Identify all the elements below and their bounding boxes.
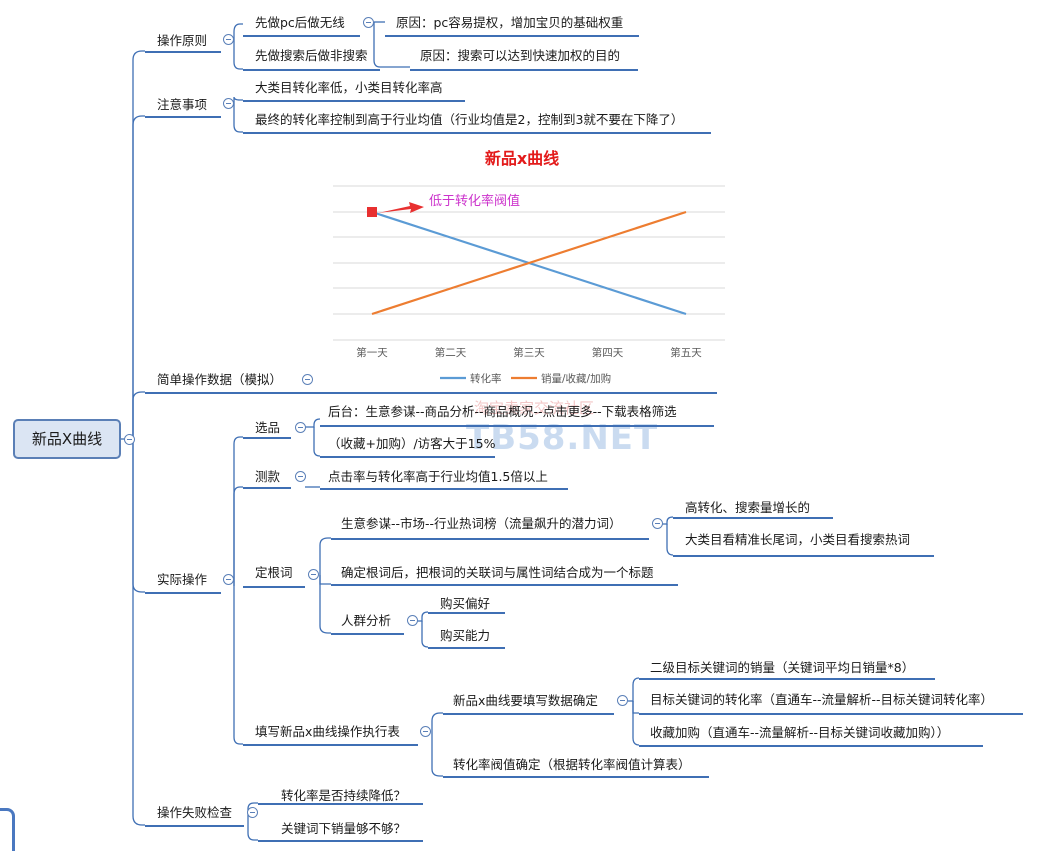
node-test[interactable]: 测款	[255, 469, 281, 484]
partial-frame	[0, 808, 15, 851]
node-underline	[331, 633, 404, 635]
node-principles[interactable]: 操作原则	[157, 33, 208, 48]
collapse-toggle-icon[interactable]	[247, 807, 258, 818]
node-test-rule[interactable]: 点击率与转化率高于行业均值1.5倍以上	[328, 469, 548, 484]
node-underline	[639, 678, 935, 680]
node-underline	[428, 647, 505, 649]
node-underline	[331, 538, 649, 540]
collapse-toggle-icon[interactable]	[223, 34, 234, 45]
collapse-toggle-icon[interactable]	[223, 98, 234, 109]
collapse-toggle-icon[interactable]	[223, 574, 234, 585]
node-underline	[145, 825, 244, 827]
node-select-backend[interactable]: 后台：生意参谋--商品分析--商品概况--点击更多--下载表格筛选	[328, 404, 677, 419]
x-tick-label: 第三天	[513, 346, 545, 359]
node-underline	[145, 392, 717, 394]
x-curve-chart: 新品x曲线 第一天 第二天 第三天 第四天 第五天 转化率 销量/收藏/加购 低于转化率阀…	[333, 149, 725, 385]
node-failure[interactable]: 操作失败检查	[157, 805, 233, 820]
node-search-first[interactable]: 先做搜索后做非搜索	[255, 48, 368, 63]
collapse-toggle-icon[interactable]	[407, 615, 418, 626]
node-underline	[145, 51, 221, 53]
node-category-words[interactable]: 大类目看精准长尾词，小类目看搜索热词	[685, 532, 911, 547]
collapse-toggle-icon[interactable]	[124, 434, 135, 445]
arrow-icon	[378, 202, 424, 213]
node-underline	[331, 584, 678, 586]
node-combine-title[interactable]: 确定根词后，把根词的关联词与属性词结合成为一个标题	[341, 565, 654, 580]
legend-label: 销量/收藏/加购	[541, 372, 611, 385]
node-failure-conversion[interactable]: 转化率是否持续降低？	[281, 788, 407, 803]
node-high-conversion[interactable]: 高转化、搜索量增长的	[685, 500, 811, 515]
node-threshold[interactable]: 转化率阀值确定（根据转化率阀值计算表）	[453, 757, 691, 772]
node-underline	[258, 840, 423, 842]
node-pc-first[interactable]: 先做pc后做无线	[255, 15, 345, 30]
node-underline	[243, 487, 291, 489]
node-fill-table[interactable]: 填写新品x曲线操作执行表	[255, 724, 400, 739]
node-underline	[320, 488, 568, 490]
x-tick-label: 第四天	[592, 346, 624, 359]
node-underline	[243, 437, 291, 439]
node-select[interactable]: 选品	[255, 420, 281, 435]
root-node[interactable]: 新品X曲线	[13, 419, 121, 459]
node-underline	[673, 555, 934, 557]
node-data-confirm[interactable]: 新品x曲线要填写数据确定	[453, 693, 598, 708]
node-underline	[243, 132, 711, 134]
node-target-conversion[interactable]: 目标关键词的转化率（直通车--流量解析--目标关键词转化率）	[650, 692, 994, 707]
chart-title: 新品x曲线	[485, 149, 559, 168]
node-underline	[428, 612, 505, 614]
node-underline	[243, 100, 465, 102]
x-tick-label: 第二天	[435, 346, 467, 359]
node-underline	[320, 456, 495, 458]
node-crowd[interactable]: 人群分析	[341, 613, 392, 628]
node-underline	[410, 69, 638, 71]
node-underline	[639, 713, 1023, 715]
node-underline	[639, 745, 983, 747]
collapse-toggle-icon[interactable]	[295, 422, 306, 433]
legend-label: 转化率	[470, 372, 502, 385]
collapse-toggle-icon[interactable]	[652, 518, 663, 529]
node-underline	[243, 35, 360, 37]
node-search-reason[interactable]: 原因：搜索可以达到快速加权的目的	[420, 48, 621, 63]
collapse-toggle-icon[interactable]	[295, 471, 306, 482]
node-underline	[443, 776, 709, 778]
x-tick-label: 第一天	[356, 346, 388, 359]
annotation-label: 低于转化率阀值	[429, 193, 520, 209]
series-line-1	[371, 210, 687, 316]
highlight-marker	[367, 207, 377, 217]
node-underline	[320, 425, 714, 427]
node-fav-cart[interactable]: 收藏加购（直通车--流量解析--目标关键词收藏加购））	[650, 725, 950, 740]
node-buy-pref[interactable]: 购买偏好	[440, 596, 491, 611]
node-underline	[673, 517, 833, 519]
node-buy-power[interactable]: 购买能力	[440, 628, 491, 643]
node-secondary-sales[interactable]: 二级目标关键词的销量（关键词平均日销量*8）	[650, 660, 915, 675]
node-actual[interactable]: 实际操作	[157, 572, 208, 587]
node-notes[interactable]: 注意事项	[157, 97, 208, 112]
collapse-toggle-icon[interactable]	[420, 726, 431, 737]
node-note-2[interactable]: 最终的转化率控制到高于行业均值（行业均值是2，控制到3就不要在下降了）	[255, 112, 684, 127]
node-underline	[145, 592, 221, 594]
node-select-ratio[interactable]: （收藏+加购）/访客大于15%	[328, 436, 496, 451]
node-underline	[243, 69, 380, 71]
watermark-sub: 淘宝卖家交流社区	[474, 399, 595, 417]
collapse-toggle-icon[interactable]	[308, 569, 319, 580]
node-failure-sales[interactable]: 关键词下销量够不够？	[281, 821, 407, 836]
watermark-logo: TB58.NET	[466, 418, 659, 458]
node-underline	[443, 713, 614, 715]
node-market-hotwords[interactable]: 生意参谋--市场--行业热词榜（流量飙升的潜力词）	[341, 516, 622, 531]
node-underline	[258, 803, 423, 805]
collapse-toggle-icon[interactable]	[302, 374, 313, 385]
node-underline	[145, 116, 221, 118]
collapse-toggle-icon[interactable]	[363, 17, 374, 28]
node-underline	[243, 586, 305, 588]
collapse-toggle-icon[interactable]	[617, 695, 628, 706]
node-underline	[385, 35, 639, 37]
node-root-word[interactable]: 定根词	[255, 565, 293, 580]
node-simple-data[interactable]: 简单操作数据（模拟）	[157, 372, 283, 387]
node-note-1[interactable]: 大类目转化率低，小类目转化率高	[255, 80, 443, 95]
node-pc-reason[interactable]: 原因：pc容易提权，增加宝贝的基础权重	[396, 15, 624, 30]
x-tick-label: 第五天	[670, 346, 702, 359]
node-underline	[243, 744, 418, 746]
